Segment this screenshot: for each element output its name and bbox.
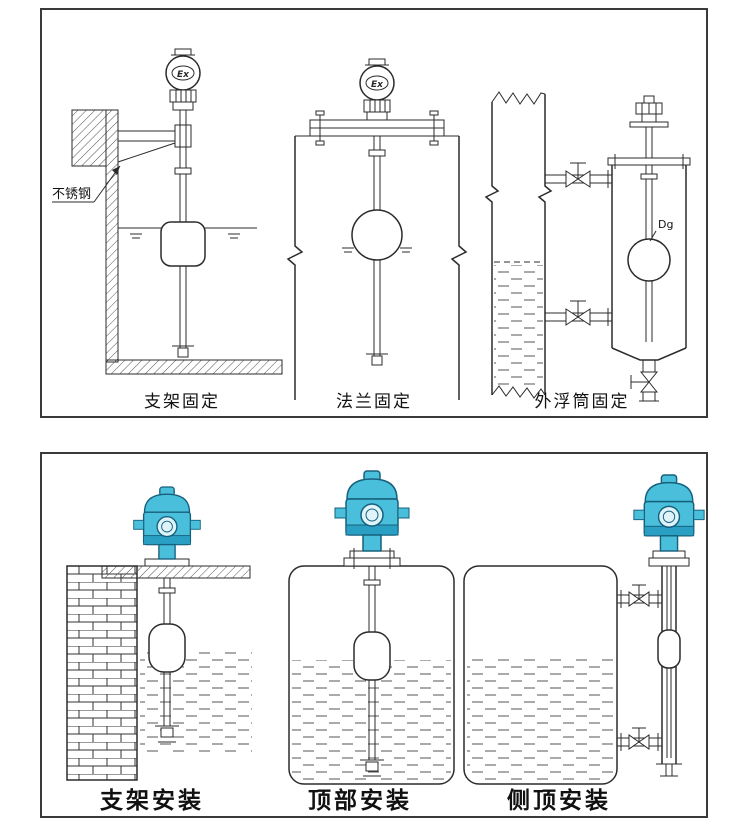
tank-wall-left — [286, 136, 304, 400]
valve-icon — [565, 170, 579, 188]
bracket-platform — [101, 565, 251, 579]
label-bracket-fixing: 支架固定 — [144, 392, 220, 412]
stainless-steel-label: 不锈钢 — [52, 187, 91, 202]
stem-end-stop — [177, 347, 189, 358]
fixing-diagrams-svg: Ex — [52, 48, 691, 402]
wall-section — [105, 109, 119, 363]
diameter-label: Dg — [658, 218, 673, 231]
valve-icon — [628, 591, 640, 607]
tank-wall-right — [537, 94, 553, 395]
float — [353, 631, 391, 681]
fixing-methods-panel: Ex — [40, 8, 708, 418]
mount-flange — [144, 558, 190, 567]
liquid-fill — [467, 658, 614, 782]
valve-icon — [565, 308, 579, 326]
float — [148, 623, 186, 673]
stem-end-stop — [365, 761, 379, 772]
liquid-fill — [494, 265, 543, 389]
floor-section — [105, 359, 283, 375]
label-flange-fixing: 法兰固定 — [336, 392, 412, 412]
float — [160, 221, 206, 267]
external-chamber-diagram: Dg — [484, 91, 691, 402]
label-top-install: 顶部安装 — [308, 788, 412, 814]
label-external-chamber-fixing: 外浮筒固定 — [534, 392, 630, 412]
top-install-diagram — [288, 470, 455, 785]
installation-diagrams-svg — [66, 470, 705, 785]
flange-fixing-diagram — [286, 58, 468, 400]
bracket-install-diagram — [66, 486, 252, 781]
chamber-top-flange — [607, 157, 691, 166]
side-top-install-diagram — [463, 474, 705, 785]
label-bracket-install: 支架安装 — [100, 788, 204, 814]
drain-valve-icon — [639, 371, 659, 383]
break-edge-bottom — [491, 385, 546, 399]
bracket-clamp — [174, 124, 192, 148]
float-sphere — [351, 209, 403, 261]
label-side-top-install: 侧顶安装 — [507, 788, 611, 814]
wall-mount-plate — [71, 109, 107, 167]
stem-end-stop — [371, 355, 383, 366]
brick-wall — [66, 565, 138, 781]
valve-icon — [628, 734, 640, 750]
mount-flange — [648, 557, 690, 567]
tank-wall-right — [450, 136, 468, 400]
tank-wall-left — [484, 102, 500, 395]
break-edge-top — [491, 91, 546, 105]
installation-methods-panel: 支架安装 顶部安装 侧顶安装 — [40, 452, 708, 818]
flange-plate — [309, 119, 445, 129]
float-sphere — [627, 238, 671, 282]
bracket-fixing-diagram: 不锈钢 — [52, 48, 283, 375]
float — [657, 629, 681, 669]
mount-flange — [343, 557, 401, 567]
stem-end-stop — [160, 727, 174, 738]
leader-arrowhead — [112, 166, 120, 175]
